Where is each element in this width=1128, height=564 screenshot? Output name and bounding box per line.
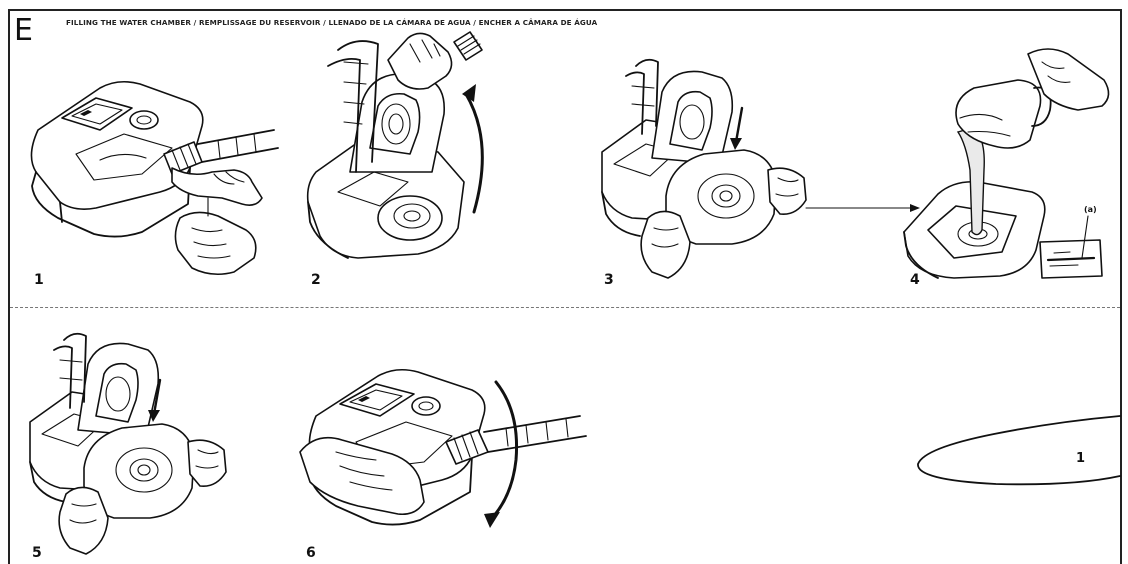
- oval-marker: 1: [904, 412, 1124, 492]
- step-4-number: 4: [910, 272, 920, 288]
- row-divider: [10, 307, 1120, 308]
- step-6-illustration: [296, 356, 596, 560]
- step-1-illustration: [22, 58, 284, 290]
- step-4-callout-label: (a): [1084, 205, 1097, 214]
- step-2-illustration: [298, 22, 508, 284]
- step-4-illustration: (a): [898, 40, 1120, 292]
- frame-top-border: [8, 9, 1122, 11]
- step-5-illustration: [22, 326, 250, 560]
- frame-left-border: [8, 9, 10, 564]
- section-letter: E: [14, 16, 33, 46]
- step-5-number: 5: [32, 545, 42, 561]
- step-2-number: 2: [311, 272, 321, 288]
- step-3-number: 3: [604, 272, 614, 288]
- step-1-number: 1: [34, 272, 44, 288]
- step-6-number: 6: [306, 545, 316, 561]
- oval-marker-number: 1: [1076, 451, 1085, 466]
- step-3-illustration: [592, 46, 922, 290]
